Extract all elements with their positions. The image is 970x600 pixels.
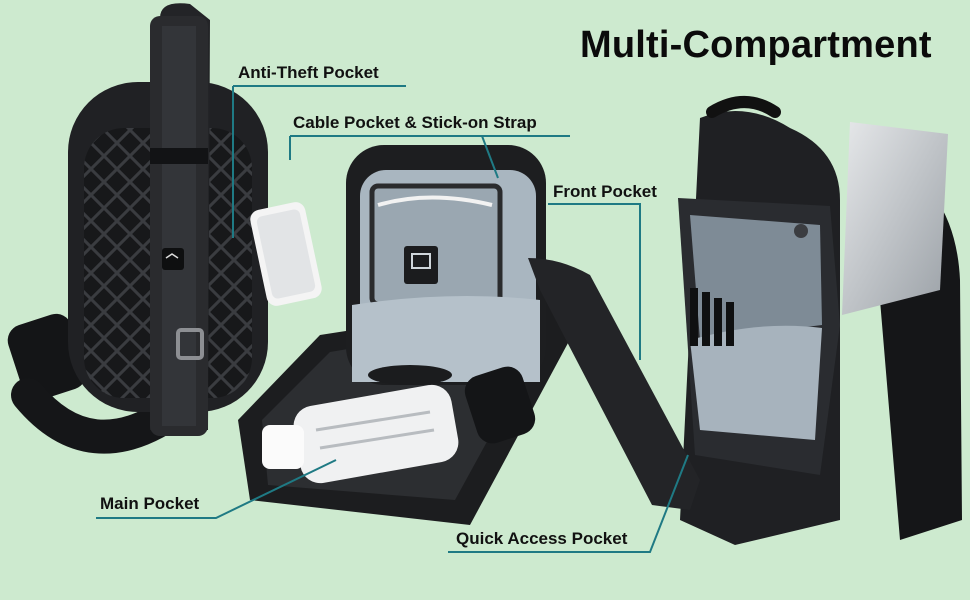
- leader-front: [548, 203, 641, 360]
- bag-back-view: [7, 3, 322, 454]
- leader-cable-to-pocket: [481, 135, 499, 179]
- page-title: Multi-Compartment: [580, 24, 932, 66]
- callout-main-pocket: Main Pocket: [100, 494, 200, 513]
- callout-leader-lines: [96, 85, 689, 553]
- callout-anti-theft-pocket: Anti-Theft Pocket: [238, 63, 379, 82]
- bag-open-front: [528, 96, 962, 546]
- leader-main: [96, 459, 337, 519]
- bag-open-main: [238, 145, 575, 525]
- callout-quick-access-pocket: Quick Access Pocket: [456, 529, 628, 548]
- leader-quick: [448, 454, 689, 553]
- callout-front-pocket: Front Pocket: [553, 182, 657, 201]
- callout-cable-pocket: Cable Pocket & Stick-on Strap: [293, 113, 537, 132]
